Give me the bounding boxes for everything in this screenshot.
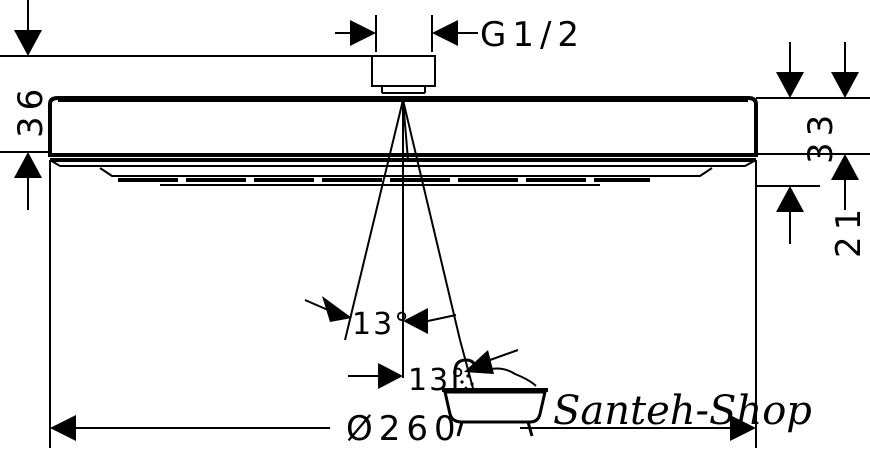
angle-upper-arrow-line — [304, 299, 329, 311]
arrow-left-icon — [432, 20, 458, 46]
arrow-right-icon — [730, 415, 756, 441]
arrow-down-icon — [776, 72, 804, 98]
angle-lower-arrow-line-2 — [489, 349, 519, 361]
connection-label: G1/2 — [480, 15, 585, 55]
arrow-down-icon — [831, 72, 859, 98]
spray-cone-left — [344, 99, 404, 341]
angle-upper-label: 13° — [352, 307, 411, 342]
arrow-left-icon — [403, 308, 428, 334]
height-body-label: 33 — [801, 109, 841, 164]
connector-nut — [371, 55, 436, 87]
diameter-label: Ø260 — [346, 409, 462, 449]
arrow-right-icon — [378, 363, 403, 389]
spray-cone-right — [402, 99, 461, 341]
shower-head-body — [48, 96, 758, 157]
arrow-up-icon — [831, 154, 859, 180]
arrow-right-icon — [322, 296, 352, 322]
height-gap-label: 21 — [829, 203, 869, 258]
bathtub-icon — [442, 358, 548, 437]
spray-plate-lower — [99, 167, 713, 177]
arrow-left-icon — [464, 350, 494, 374]
arrow-left-icon — [50, 415, 76, 441]
angle-upper-arrow-line-2 — [427, 314, 457, 322]
arrow-down-icon — [14, 30, 42, 56]
arrow-up-icon — [776, 186, 804, 212]
spray-cone-right-inner — [402, 99, 409, 161]
arrow-up-icon — [14, 152, 42, 178]
height-total-label: 36 — [11, 83, 51, 138]
arrow-right-icon — [350, 20, 376, 46]
brand-watermark: Santeh-Shop — [553, 388, 812, 434]
